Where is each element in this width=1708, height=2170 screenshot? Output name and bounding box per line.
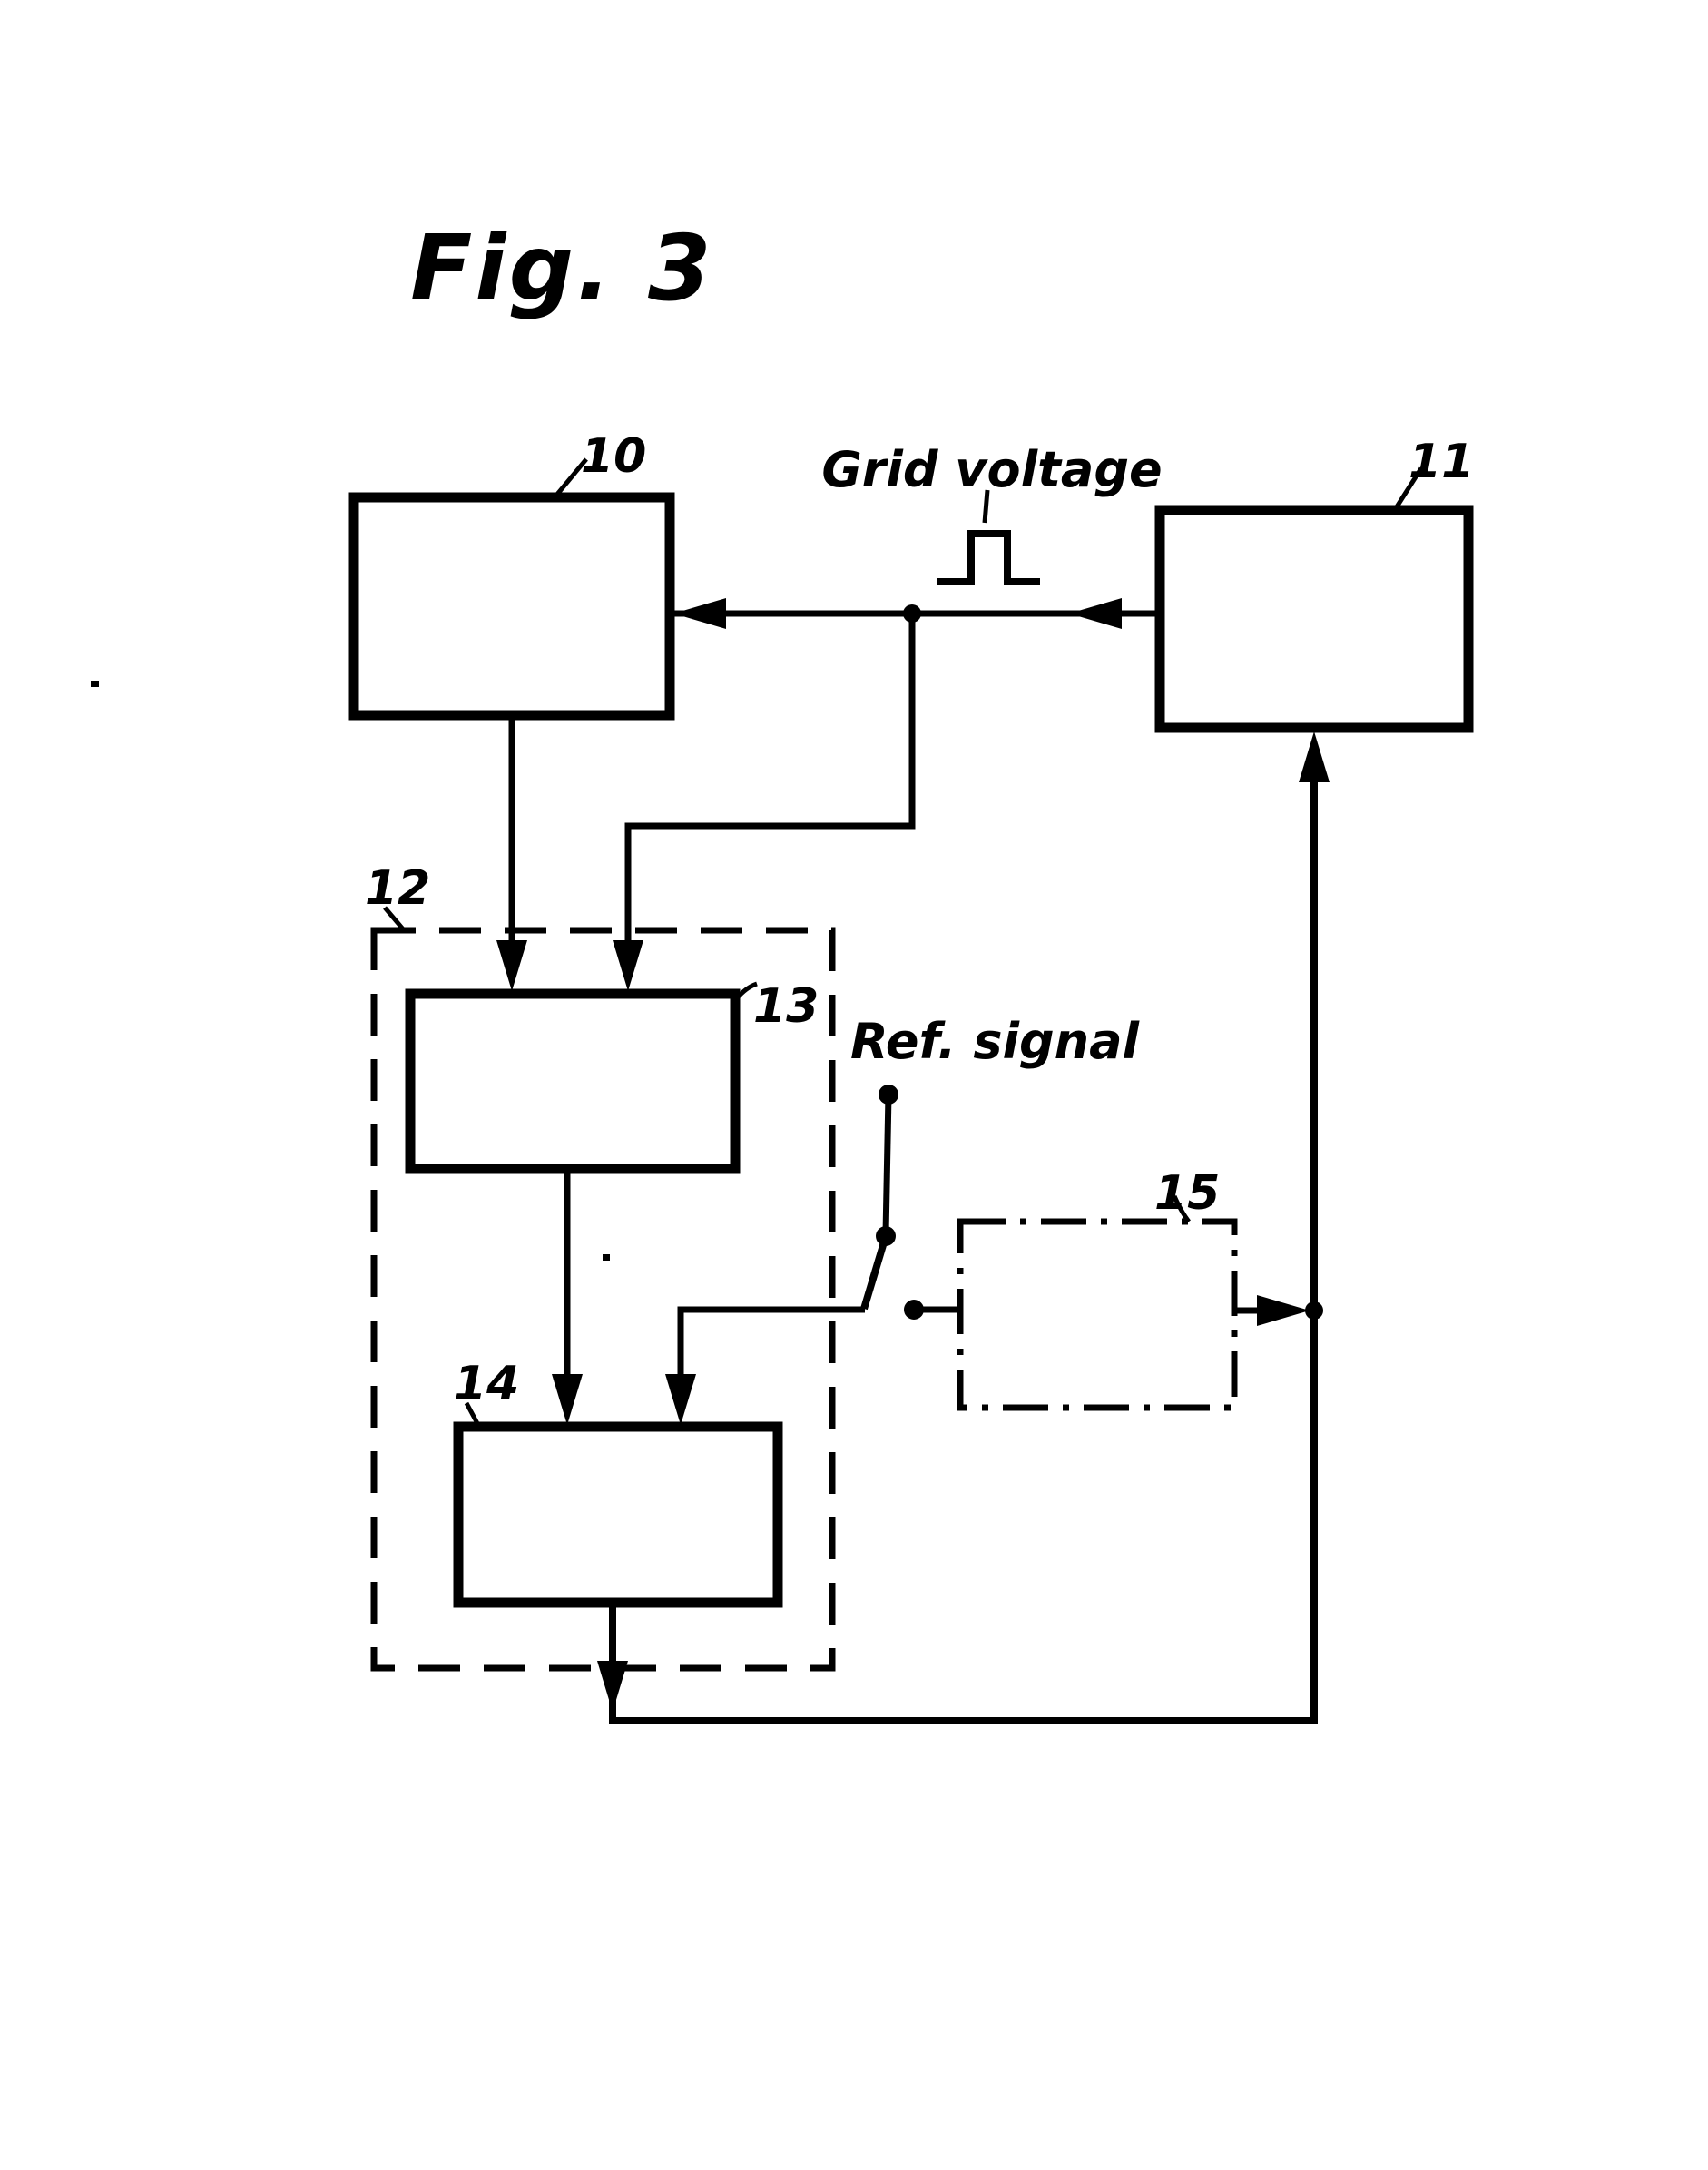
block-13-leader — [735, 981, 758, 1000]
grid-voltage-line — [673, 598, 1160, 629]
block-14: 14 — [453, 1357, 783, 1608]
group-12-boundary — [370, 927, 836, 1672]
block-13-box — [405, 988, 741, 1174]
block-14-leader — [464, 1401, 482, 1429]
group-12-label: 12 — [365, 861, 430, 916]
block-10-box — [348, 492, 675, 721]
grid-voltage-label: Grid voltage — [821, 441, 1162, 498]
arrowhead-into-block-13-left — [496, 940, 527, 991]
block-11-label: 11 — [1409, 435, 1474, 489]
block-13: 13 — [405, 979, 819, 1174]
block-14-box — [453, 1421, 783, 1608]
block-10: 10 — [348, 429, 675, 721]
block-15-boundary — [957, 1218, 1238, 1411]
group-12: 12 — [365, 861, 836, 1672]
switch-common-wire — [677, 1306, 865, 1378]
ink-speck — [603, 1254, 610, 1261]
block-10-leader — [554, 457, 588, 498]
block-11-box — [1154, 505, 1474, 733]
arrowhead-into-feedback-line — [1257, 1295, 1310, 1326]
ink-speck — [91, 681, 99, 687]
arrowhead-into-block-14-right — [665, 1374, 696, 1425]
ref-signal-label: Ref. signal — [850, 1013, 1141, 1070]
block-11-leader — [1393, 466, 1424, 510]
block-10-label: 10 — [581, 429, 646, 484]
pulse-leader-tick — [982, 489, 990, 524]
block-11: 11 — [1154, 435, 1474, 733]
block-13-label: 13 — [753, 979, 819, 1034]
arrowhead-into-block-10 — [673, 598, 726, 629]
arrowhead-mid-grid-line — [1069, 598, 1122, 629]
line-gridtap-to-block13 — [613, 614, 916, 991]
ref-signal-stem — [882, 1094, 892, 1235]
arrowhead-into-block-13-right — [613, 940, 643, 991]
switch-arm — [860, 1234, 889, 1311]
block-15-leader — [1172, 1194, 1191, 1223]
pulse-waveform-icon — [937, 530, 1040, 585]
line-block15-to-feedback — [1234, 1295, 1323, 1326]
block-15-label: 15 — [1154, 1166, 1220, 1221]
figure-title: Fig. 3 — [410, 215, 714, 321]
ref-signal-switch: Ref. signal — [665, 1013, 1141, 1425]
block-15: 15 — [957, 1166, 1238, 1411]
block-14-label: 14 — [454, 1357, 519, 1411]
line-block13-to-block14 — [552, 1169, 583, 1425]
feedback-loop — [597, 732, 1330, 1724]
group-12-leader — [383, 906, 407, 933]
arrowhead-into-block-14-left — [552, 1374, 583, 1425]
gridtap-wire — [624, 614, 916, 944]
line-block10-to-block13 — [496, 715, 527, 991]
arrowhead-into-block-11 — [1299, 732, 1330, 782]
arrowhead-group12-output — [597, 1661, 628, 1712]
